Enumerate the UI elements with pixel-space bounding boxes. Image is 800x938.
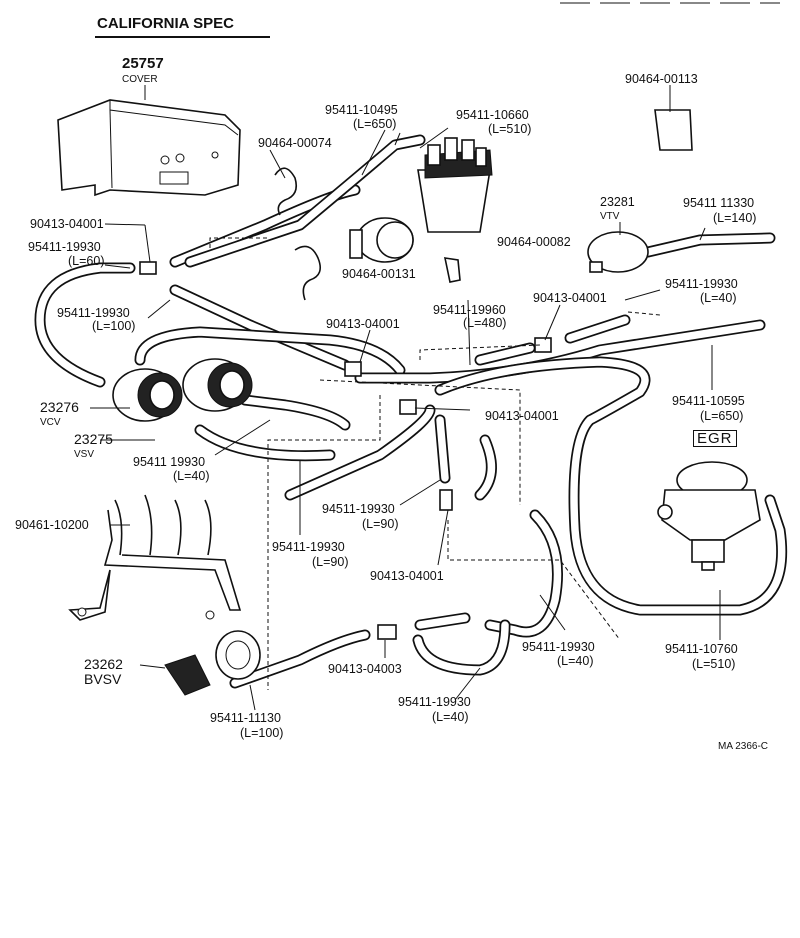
label-90464-00113: 90464-00113 [625,72,698,86]
label-90464-00131: 90464-00131 [342,267,416,281]
label-23276: 23276 [40,399,79,415]
label-23275-name: VSV [74,449,95,460]
label-95411-11130: 95411-11130 [210,711,281,725]
cover-part-name: COVER [122,74,158,85]
label-95411-10660: 95411-10660 [456,108,529,122]
label-95411-10495: 95411-10495 [325,103,398,117]
hoses [34,134,788,689]
label-95411-19930-c: 95411-19930 [57,306,130,320]
vacuum-advance [349,217,414,263]
label-95411-19960: 95411-19960 [433,303,506,317]
clips [274,109,693,301]
label-95411-11330-len: (L=140) [713,211,757,225]
label-95411-19930-f-len: (L=40) [557,654,594,668]
label-95411-19930-a-len: (L=60) [68,254,105,268]
label-95411-19930-b-len: (L=40) [700,291,737,305]
label-90413-04001-e: 90413-04001 [370,569,444,583]
label-95411-11130-len: (L=100) [240,726,284,740]
cover-part-number: 25757 [122,55,164,72]
label-94511-19930: 94511-19930 [322,502,395,516]
label-90413-04003: 90413-04003 [328,662,402,676]
label-95411-19930-c-len: (L=100) [92,319,136,333]
label-95411-10760: 95411-10760 [665,642,738,656]
vsv-unit [182,358,253,412]
bvsv-valve [164,630,261,696]
label-95411-19930-g-len: (L=40) [432,710,469,724]
label-95411-10660-len: (L=510) [488,122,532,136]
label-95411-19930-d: 95411 19930 [133,455,206,469]
label-23281-name: VTV [600,211,620,222]
label-90461-10200: 90461-10200 [15,518,89,532]
label-95411-19930-a: 95411-19930 [28,240,101,254]
figure-code: MA 2366-C [718,741,769,752]
label-95411-10760-len: (L=510) [692,657,736,671]
label-94511-19930-len: (L=90) [362,517,399,531]
label-95411-10595: 95411-10595 [672,394,745,408]
label-95411-10595-len: (L=650) [700,409,744,423]
label-95411-11330: 95411 11330 [683,196,755,210]
leader-lines [90,85,721,711]
label-23276-name: VCV [40,417,61,428]
label-95411-19930-e-len: (L=90) [312,555,349,569]
label-95411-19930-b: 95411-19930 [665,277,738,291]
page-title: CALIFORNIA SPEC [97,15,234,32]
label-90464-00074: 90464-00074 [258,136,332,150]
label-95411-19930-e: 95411-19930 [272,540,345,554]
label-90413-04001-b: 90413-04001 [533,291,607,305]
egr-label: EGR [693,430,737,447]
vcv-unit [112,368,183,422]
label-90413-04001-d: 90413-04001 [485,409,559,423]
label-95411-19960-len: (L=480) [463,316,507,330]
label-95411-19930-f: 95411-19930 [522,640,595,654]
cover-part [57,85,241,197]
label-23281: 23281 [600,195,635,209]
label-23262-name: BVSV [84,671,122,687]
label-23262: 23262 [84,656,123,672]
vtv-valve [587,231,649,273]
label-90464-00082: 90464-00082 [497,235,571,249]
label-23275: 23275 [74,431,113,447]
distributor-cap [417,137,493,233]
label-90413-04001-c: 90413-04001 [326,317,400,331]
label-90413-04001-a: 90413-04001 [30,217,104,231]
label-95411-10495-len: (L=650) [353,117,397,131]
dashed-lines [209,237,661,690]
label-95411-19930-d-len: (L=40) [173,469,210,483]
label-95411-19930-g: 95411-19930 [398,695,471,709]
tee-fittings [139,261,552,640]
bracket [68,494,242,621]
egr-valve [657,461,761,571]
